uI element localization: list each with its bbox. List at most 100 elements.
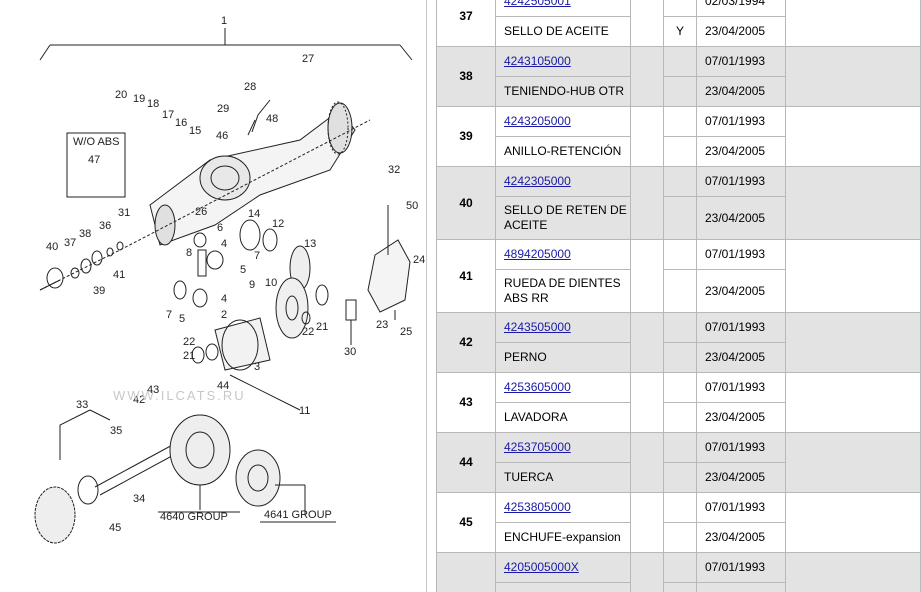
svg-text:45: 45 <box>109 522 121 534</box>
part-description: PERNO <box>495 342 631 373</box>
part-description: TENIENDO-HUB OTR <box>495 76 631 107</box>
part-link[interactable]: 4243505000 <box>504 320 571 334</box>
svg-text:7: 7 <box>254 250 260 262</box>
callout-numbers: 1 27 28 20 19 18 17 16 15 29 48 46 47 32… <box>46 15 425 534</box>
date-from: 07/01/1993 <box>696 239 786 270</box>
table-row <box>437 582 921 592</box>
flag-value <box>663 76 697 107</box>
column-extra <box>785 552 921 592</box>
svg-text:10: 10 <box>265 277 277 289</box>
svg-text:19: 19 <box>133 93 145 105</box>
part-link[interactable]: 4242505001 <box>504 0 571 8</box>
svg-text:6: 6 <box>217 222 223 234</box>
column-blank <box>630 432 664 493</box>
svg-text:32: 32 <box>388 164 400 176</box>
svg-text:7: 7 <box>166 309 172 321</box>
svg-text:41: 41 <box>113 269 125 281</box>
part-link[interactable]: 4253805000 <box>504 500 571 514</box>
part-description: ANILLO-RETENCIÓN <box>495 136 631 167</box>
column-flag <box>663 239 697 270</box>
svg-text:39: 39 <box>93 285 105 297</box>
part-link[interactable]: 4205005000X <box>504 560 579 574</box>
date-from: 07/01/1993 <box>696 552 786 583</box>
svg-text:2: 2 <box>221 309 227 321</box>
part-number-link[interactable]: 4253705000 <box>495 432 631 463</box>
part-number-link[interactable]: 4242505001 <box>495 0 631 17</box>
part-description: LAVADORA <box>495 402 631 433</box>
column-extra <box>785 0 921 47</box>
date-to <box>696 582 786 592</box>
part-number-link[interactable]: 4894205000 <box>495 239 631 270</box>
ref-number: 38 <box>436 46 496 107</box>
ref-number: 41 <box>436 239 496 313</box>
column-extra <box>785 492 921 553</box>
column-blank <box>630 372 664 433</box>
svg-text:21: 21 <box>183 350 195 362</box>
svg-text:15: 15 <box>189 125 201 137</box>
column-extra <box>785 46 921 107</box>
part-number-link[interactable]: 4243205000 <box>495 106 631 137</box>
svg-text:40: 40 <box>46 241 58 253</box>
svg-text:34: 34 <box>133 493 145 505</box>
part-link[interactable]: 4242305000 <box>504 174 571 188</box>
part-link[interactable]: 4894205000 <box>504 247 571 261</box>
table-row: 4205005000X 07/01/1993 <box>436 552 921 592</box>
svg-text:27: 27 <box>302 53 314 65</box>
wo-abs-label: W/O ABS <box>73 136 119 148</box>
part-link[interactable]: 4253605000 <box>504 380 571 394</box>
svg-text:3: 3 <box>254 361 260 373</box>
svg-text:46: 46 <box>216 130 228 142</box>
flag-value <box>663 462 697 493</box>
column-flag <box>663 312 697 343</box>
flag-value <box>663 269 697 313</box>
group-label-4641: 4641 GROUP <box>264 509 332 521</box>
flag-value <box>663 342 697 373</box>
part-number-link[interactable]: 4253605000 <box>495 372 631 403</box>
ref-number: 44 <box>436 432 496 493</box>
part-description: ENCHUFE-expansion <box>495 522 631 553</box>
table-row: LAVADORA 23/04/2005 <box>437 402 921 433</box>
table-row: PERNO 23/04/2005 <box>437 342 921 373</box>
svg-text:43: 43 <box>147 384 159 396</box>
part-link[interactable]: 4253705000 <box>504 440 571 454</box>
part-link[interactable]: 4243105000 <box>504 54 571 68</box>
part-number-link[interactable]: 4243505000 <box>495 312 631 343</box>
date-to: 23/04/2005 <box>696 402 786 433</box>
svg-text:26: 26 <box>195 206 207 218</box>
date-to: 23/04/2005 <box>696 342 786 373</box>
part-number-link[interactable]: 4253805000 <box>495 492 631 523</box>
part-number-link[interactable]: 4243105000 <box>495 46 631 77</box>
date-from: 07/01/1993 <box>696 372 786 403</box>
part-link[interactable]: 4243205000 <box>504 114 571 128</box>
table-row: 43 4253605000 07/01/1993 <box>436 372 921 433</box>
svg-text:48: 48 <box>266 113 278 125</box>
column-extra <box>785 312 921 373</box>
svg-text:22: 22 <box>302 326 314 338</box>
svg-text:30: 30 <box>344 346 356 358</box>
svg-text:23: 23 <box>376 319 388 331</box>
svg-text:14: 14 <box>248 208 260 220</box>
svg-text:9: 9 <box>249 279 255 291</box>
svg-text:35: 35 <box>110 425 122 437</box>
svg-text:22: 22 <box>183 336 195 348</box>
column-flag <box>663 0 697 17</box>
part-number-link[interactable]: 4205005000X <box>495 552 631 583</box>
column-extra <box>785 106 921 167</box>
svg-text:38: 38 <box>79 228 91 240</box>
date-to: 23/04/2005 <box>696 76 786 107</box>
column-flag <box>663 106 697 137</box>
part-number-link[interactable]: 4242305000 <box>495 166 631 197</box>
svg-text:12: 12 <box>272 218 284 230</box>
svg-text:28: 28 <box>244 81 256 93</box>
ref-number: 43 <box>436 372 496 433</box>
svg-text:29: 29 <box>217 103 229 115</box>
svg-text:21: 21 <box>316 321 328 333</box>
column-extra <box>785 166 921 240</box>
part-description: SELLO DE ACEITE <box>495 16 631 47</box>
